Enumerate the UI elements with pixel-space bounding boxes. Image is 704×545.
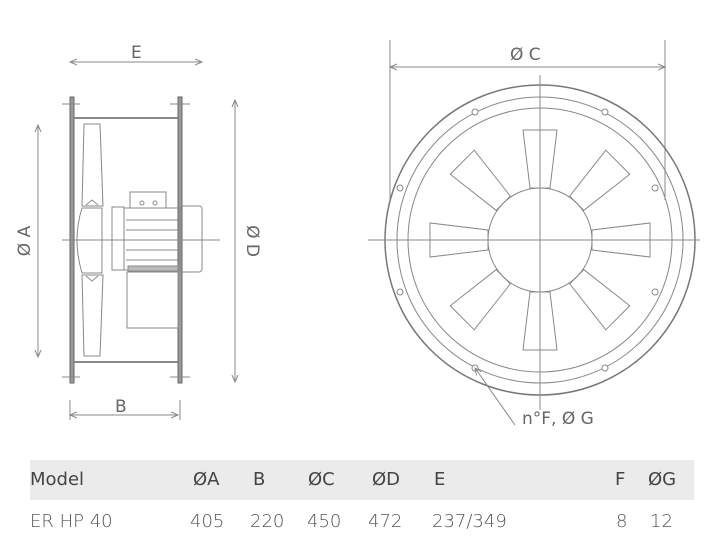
dimensions-table: Model ØA B ØC ØD E F ØG ER HP 40 405 220… bbox=[30, 460, 694, 540]
header-c: ØC bbox=[308, 469, 335, 490]
dimension-b-label: B bbox=[115, 397, 127, 417]
dimension-d-label: Ø D bbox=[242, 225, 262, 257]
table-header: Model ØA B ØC ØD E F ØG bbox=[30, 460, 694, 500]
header-model: Model bbox=[30, 469, 85, 490]
cell-d: 472 bbox=[368, 511, 403, 532]
dimension-a-label: Ø A bbox=[15, 225, 35, 256]
table-row: ER HP 40 405 220 450 472 237/349 8 12 bbox=[30, 500, 694, 540]
cell-f: 8 bbox=[616, 511, 628, 532]
header-g: ØG bbox=[648, 469, 677, 490]
header-f: F bbox=[615, 469, 626, 490]
cell-b: 220 bbox=[250, 511, 285, 532]
dimension-fg-label: n°F, Ø G bbox=[522, 409, 594, 429]
header-d: ØD bbox=[372, 469, 401, 490]
cell-a: 405 bbox=[190, 511, 225, 532]
header-b: B bbox=[253, 469, 266, 490]
header-a: ØA bbox=[193, 469, 220, 490]
cell-model: ER HP 40 bbox=[30, 511, 113, 532]
dimension-c-label: Ø C bbox=[510, 45, 541, 65]
cell-g: 12 bbox=[650, 511, 673, 532]
dimension-e-label: E bbox=[131, 43, 142, 63]
front-view bbox=[368, 40, 700, 426]
cell-c: 450 bbox=[307, 511, 342, 532]
side-view bbox=[38, 62, 235, 420]
cell-e: 237/349 bbox=[432, 511, 507, 532]
fan-technical-drawing: E Ø A Ø D B Ø C n°F, Ø G bbox=[15, 40, 700, 429]
header-e: E bbox=[434, 469, 446, 490]
